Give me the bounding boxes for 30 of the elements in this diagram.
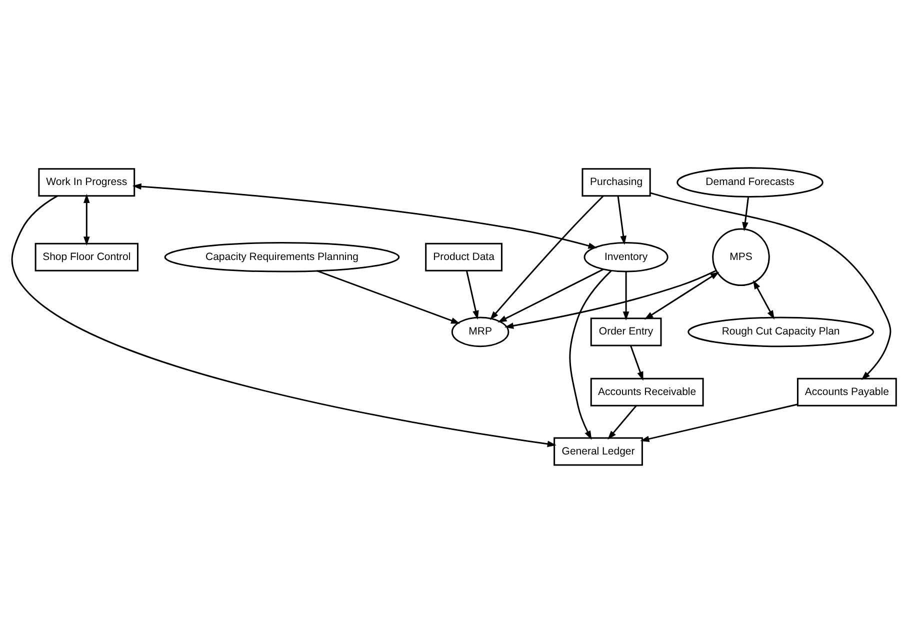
node-box: Order Entry — [590, 317, 662, 346]
arrow — [753, 280, 774, 319]
arrow — [630, 344, 644, 380]
arrow — [640, 403, 798, 442]
arrow — [650, 192, 892, 380]
node-box: General Ledger — [554, 436, 643, 466]
arrow — [608, 404, 637, 440]
arrow — [498, 268, 604, 322]
arrow — [622, 271, 630, 320]
node-circle: MPS — [712, 228, 770, 286]
arrow — [132, 182, 598, 248]
arrow — [644, 271, 720, 320]
node-box: Purchasing — [582, 168, 651, 196]
node-box: Accounts Payable — [796, 377, 897, 406]
arrow — [11, 194, 556, 447]
node-box: Work In Progress — [38, 168, 136, 196]
arrow — [316, 270, 460, 324]
node-ellipse: Rough Cut Capacity Plan — [688, 316, 874, 347]
arrow — [466, 270, 479, 320]
node-box: Product Data — [425, 242, 502, 271]
arrow — [617, 196, 626, 244]
arrow — [504, 269, 716, 328]
node-ellipse: Demand Forecasts — [676, 166, 824, 197]
arrow — [569, 270, 612, 440]
node-ellipse: Capacity Requirements Planning — [164, 241, 400, 272]
arrow — [83, 193, 90, 246]
node-box: Shop Floor Control — [34, 242, 138, 271]
arrow — [490, 194, 604, 320]
node-box: Accounts Receivable — [590, 377, 704, 406]
arrow — [742, 196, 750, 231]
